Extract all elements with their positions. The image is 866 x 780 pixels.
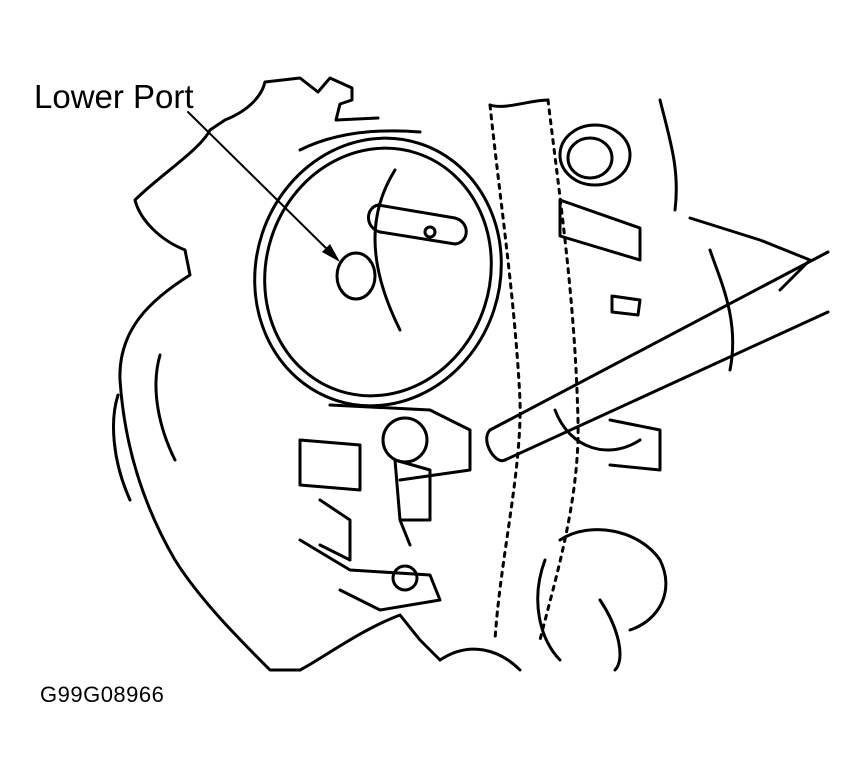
toothed-belt bbox=[488, 98, 580, 642]
tube bbox=[485, 250, 830, 463]
engine-block-outline bbox=[118, 76, 380, 382]
figure-code: G99G08966 bbox=[40, 682, 165, 707]
lower-port bbox=[335, 251, 377, 301]
callout-arrow bbox=[187, 111, 340, 262]
callout-label-lower-port: Lower Port bbox=[34, 78, 194, 115]
pulley bbox=[253, 129, 503, 408]
